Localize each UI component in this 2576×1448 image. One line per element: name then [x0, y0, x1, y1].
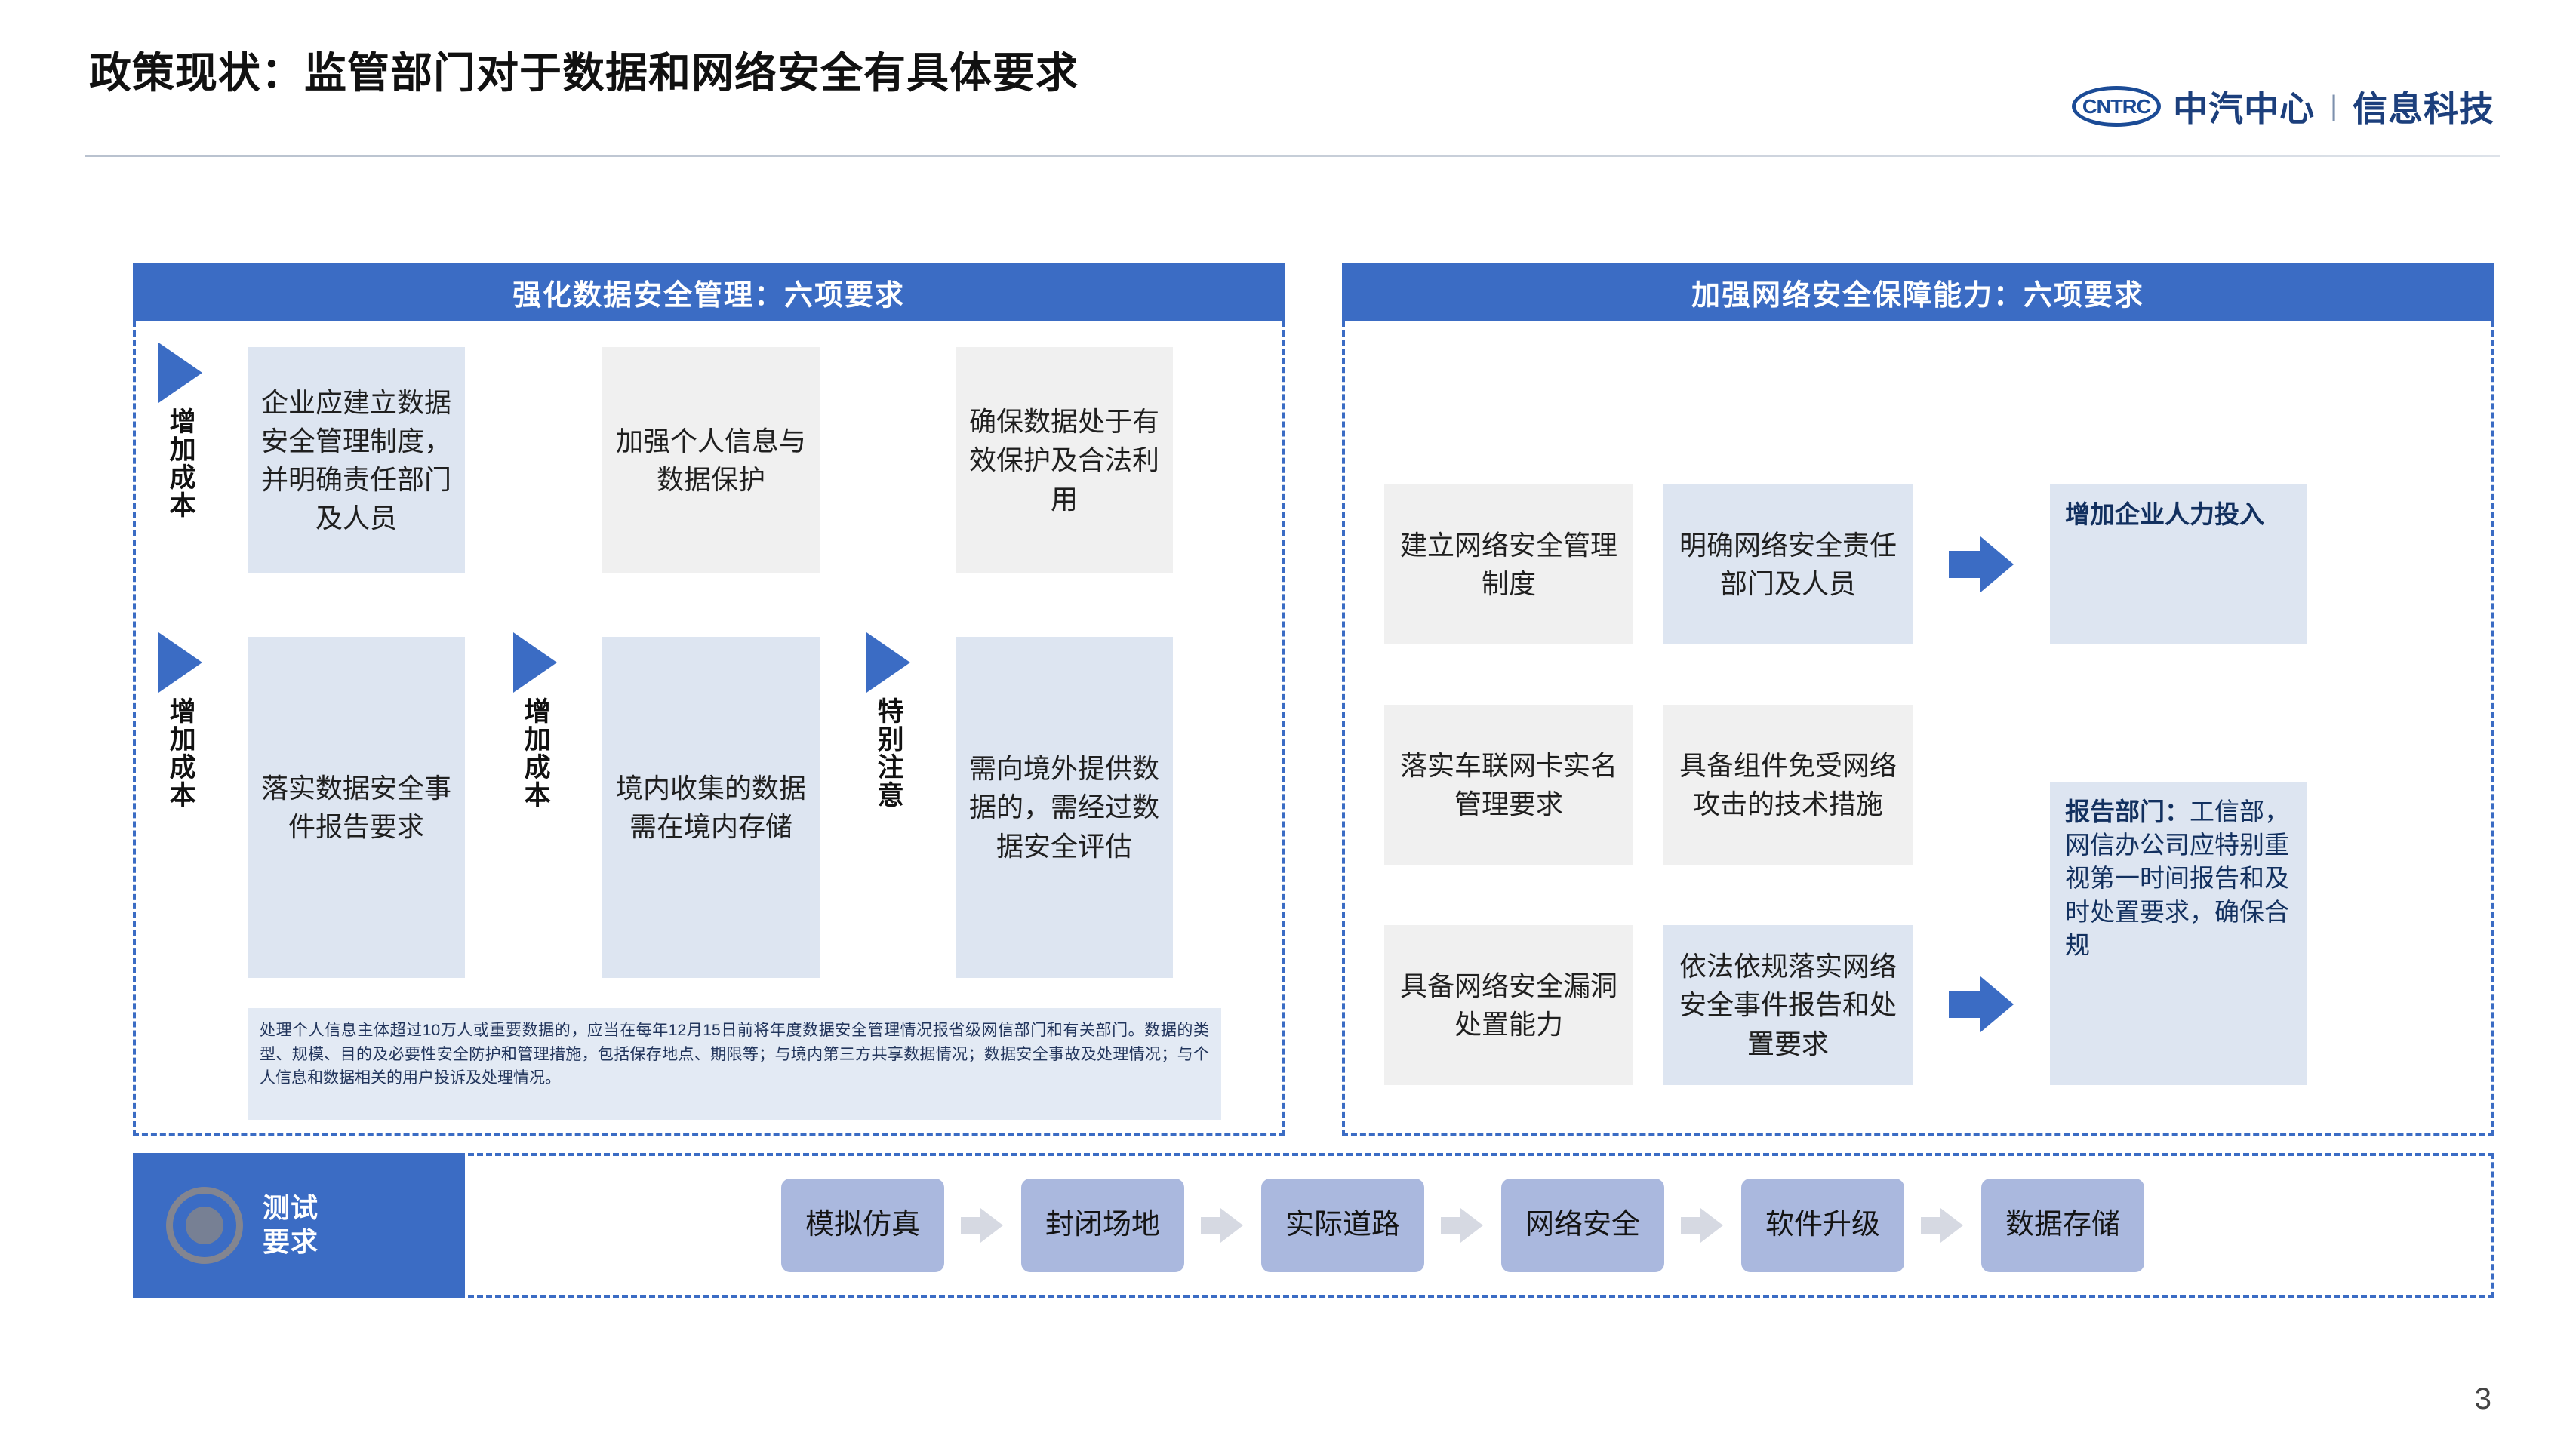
slide-header: 政策现状：监管部门对于数据和网络安全有具体要求 CNTRC 中汽中心 | 信息科…	[0, 0, 2576, 160]
arrow-right-icon-step-4	[1681, 1208, 1725, 1243]
test-step-chip-5[interactable]: 软件升级	[1741, 1179, 1904, 1272]
test-step-chip-2[interactable]: 封闭场地	[1021, 1179, 1184, 1272]
brand-logo: CNTRC 中汽中心 | 信息科技	[2072, 81, 2494, 131]
callout-body: 工信部，网信办公司应特别重视第一时间报告和及时处置要求，确保合规	[2065, 798, 2289, 959]
arrow-right-icon-step-3	[1441, 1208, 1485, 1243]
tag-special-notice: 特别注意	[865, 632, 912, 809]
test-step-chip-3[interactable]: 实际道路	[1261, 1179, 1424, 1272]
page-title: 政策现状：监管部门对于数据和网络安全有具体要求	[89, 49, 1079, 97]
panel-data-security: 强化数据安全管理：六项要求 增加成本 企业应建立数据安全管理制度，并明确责任部门…	[133, 263, 1285, 1136]
callout-report-department: 报告部门：工信部，网信办公司应特别重视第一时间报告和及时处置要求，确保合规	[2050, 782, 2307, 1085]
tag-label: 增加成本	[165, 697, 195, 809]
card-left-r2c1[interactable]: 落实数据安全事件报告要求	[248, 637, 465, 978]
callout-lead: 报告部门：	[2065, 798, 2190, 825]
triangle-icon	[158, 632, 202, 693]
card-left-r1c1[interactable]: 企业应建立数据安全管理制度，并明确责任部门及人员	[248, 347, 465, 573]
test-step-chip-6[interactable]: 数据存储	[1981, 1179, 2144, 1272]
card-right-r3c2[interactable]: 依法依规落实网络安全事件报告和处置要求	[1663, 925, 1913, 1085]
footnote-text: 处理个人信息主体超过10万人或重要数据的，应当在每年12月15日前将年度数据安全…	[248, 1008, 1221, 1120]
tag-increase-cost-3: 增加成本	[512, 632, 559, 809]
card-right-r1c1[interactable]: 建立网络安全管理制度	[1384, 484, 1633, 644]
panel-left-header: 强化数据安全管理：六项要求	[133, 263, 1285, 321]
card-right-r2c2[interactable]: 具备组件免受网络攻击的技术措施	[1663, 705, 1913, 865]
arrow-right-icon-1	[1949, 536, 2014, 592]
card-right-r1c2[interactable]: 明确网络安全责任部门及人员	[1663, 484, 1913, 644]
panel-right-body: 建立网络安全管理制度 明确网络安全责任部门及人员 增加企业人力投入 落实车联网卡…	[1342, 321, 2494, 1136]
panel-left-body: 增加成本 企业应建立数据安全管理制度，并明确责任部门及人员 加强个人信息与数据保…	[133, 321, 1285, 1136]
arrow-right-icon-step-1	[961, 1208, 1005, 1243]
card-left-r2c3[interactable]: 需向境外提供数据的，需经过数据安全评估	[956, 637, 1173, 978]
tag-label: 增加成本	[520, 697, 550, 809]
arrow-right-icon-step-5	[1921, 1208, 1965, 1243]
brand-mark-text: CNTRC	[2082, 94, 2151, 118]
test-steps-track: 模拟仿真 封闭场地 实际道路 网络安全 软件升级 数据存储	[432, 1153, 2494, 1298]
header-divider	[85, 155, 2500, 157]
brand-separator: |	[2330, 90, 2337, 122]
test-step-chip-4[interactable]: 网络安全	[1501, 1179, 1664, 1272]
card-right-r3c1[interactable]: 具备网络安全漏洞处置能力	[1384, 925, 1633, 1085]
callout-manpower: 增加企业人力投入	[2050, 484, 2307, 644]
triangle-icon	[513, 632, 557, 693]
card-left-r1c3[interactable]: 确保数据处于有效保护及合法利用	[956, 347, 1173, 573]
brand-subname: 信息科技	[2353, 89, 2494, 128]
seal-emblem-icon	[166, 1187, 243, 1264]
tag-increase-cost-1: 增加成本	[157, 343, 204, 519]
triangle-icon	[866, 632, 910, 693]
test-requirements-label: 测试 要求	[133, 1153, 465, 1298]
tag-label: 特别注意	[873, 697, 903, 809]
panel-network-security: 加强网络安全保障能力：六项要求 建立网络安全管理制度 明确网络安全责任部门及人员…	[1342, 263, 2494, 1136]
card-left-r2c2[interactable]: 境内收集的数据需在境内存储	[602, 637, 820, 978]
arrow-right-icon-step-2	[1201, 1208, 1245, 1243]
test-label-text: 测试 要求	[263, 1191, 319, 1259]
test-step-chip-1[interactable]: 模拟仿真	[781, 1179, 944, 1272]
card-right-r2c1[interactable]: 落实车联网卡实名管理要求	[1384, 705, 1633, 865]
triangle-icon	[158, 343, 202, 403]
page-number: 3	[2474, 1382, 2491, 1416]
tag-increase-cost-2: 增加成本	[157, 632, 204, 809]
card-left-r1c2[interactable]: 加强个人信息与数据保护	[602, 347, 820, 573]
cntrc-oval-icon: CNTRC	[2072, 86, 2162, 127]
test-label-line2: 要求	[263, 1226, 319, 1257]
brand-name: 中汽中心	[2173, 89, 2316, 128]
arrow-right-icon-2	[1949, 976, 2014, 1032]
test-requirements-bar: 测试 要求 模拟仿真 封闭场地 实际道路 网络安全 软件升级 数据存储	[133, 1153, 2494, 1298]
tag-label: 增加成本	[165, 407, 195, 519]
test-label-line1: 测试	[263, 1192, 319, 1224]
panel-right-header: 加强网络安全保障能力：六项要求	[1342, 263, 2494, 321]
